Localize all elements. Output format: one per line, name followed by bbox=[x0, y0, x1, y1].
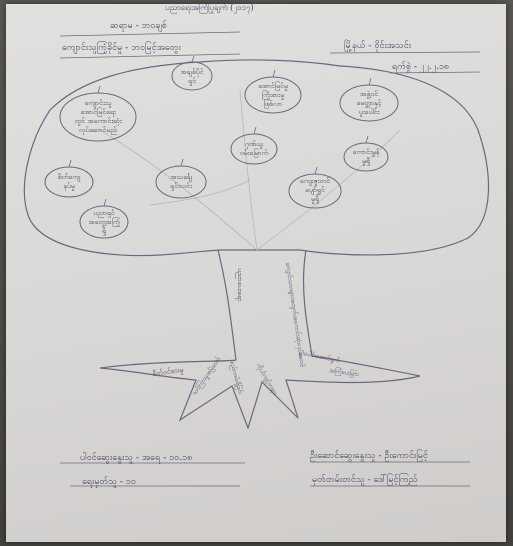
fruit-label: ကောင်းမွန် မှုရှိ bbox=[352, 148, 380, 165]
footer-participants: ပါဝင်ဆွေးနွေးသူ - အရေ - ၁၀.၁၈ bbox=[80, 453, 193, 463]
header-name-line: ဆရာမ - ဘဝချစ် bbox=[110, 21, 167, 31]
fruit-label: ကျောင်းသူ အောင်မြင်ရေး တွင် အကောင်းဆုံး … bbox=[74, 99, 122, 134]
footer-leader: ဦးဆောင်ဆွေးနွေးသူ - ဦးကောင်းမြင့် bbox=[310, 451, 428, 461]
header-township: မြို့နယ် - ဝိုင်းအသင်း bbox=[344, 41, 411, 51]
fruit-label: အချစ်ပိုင် ရှင် bbox=[180, 68, 204, 85]
fruit-label: အသင်္ချေ ရှင်းလင်း bbox=[170, 173, 192, 190]
fruit-label: စိတ်ကျေ နပ်မှု bbox=[57, 173, 81, 190]
header-top-strip: ပညာရေးအကြံပြုချက် (၂၀၁၇) bbox=[165, 3, 254, 12]
fruit-label: ဂုဏ်ယူ ဝမ်းမြောက် bbox=[239, 140, 269, 157]
footer-underlines bbox=[60, 461, 470, 487]
trunk-label-left: ပညာပေးရေး bbox=[236, 268, 244, 301]
fruit-stems bbox=[68, 55, 372, 207]
fruit-label: ကျေးဇူးတင် ပျော်ရွှင် မှုရှိ bbox=[299, 177, 331, 203]
footer-recorder-count: ရေးမှတ်သူ - ၁၀ bbox=[82, 477, 137, 487]
header-topic-line: ကျောင်းသူကြံ့ခိုင်မှု - ဘဝမြင့်အတွေး bbox=[62, 43, 181, 53]
tree-trunk bbox=[99, 249, 421, 430]
footer-note-taker: မှတ်တမ်းတင်သူ - ဒေါ်မြင့်ကြည် bbox=[312, 475, 418, 485]
header-underlines bbox=[59, 31, 481, 74]
fruit-label: အဖွဲ့ဝင် မေတ္တာနှင့် ပူးပေါင်း bbox=[356, 90, 382, 116]
tree-crown bbox=[23, 59, 489, 257]
fruit-label: ပညာရှင် အတွေ့အကြုံ ရှိ bbox=[88, 209, 120, 235]
fruit-label: အောင်မြင်မှု ကြိုးစားမှု ဖြစ်လာ bbox=[258, 82, 288, 108]
header-date: ရက်စွဲ - ၂၂.၂.၁၈ bbox=[392, 62, 450, 72]
inner-branches bbox=[99, 89, 401, 251]
